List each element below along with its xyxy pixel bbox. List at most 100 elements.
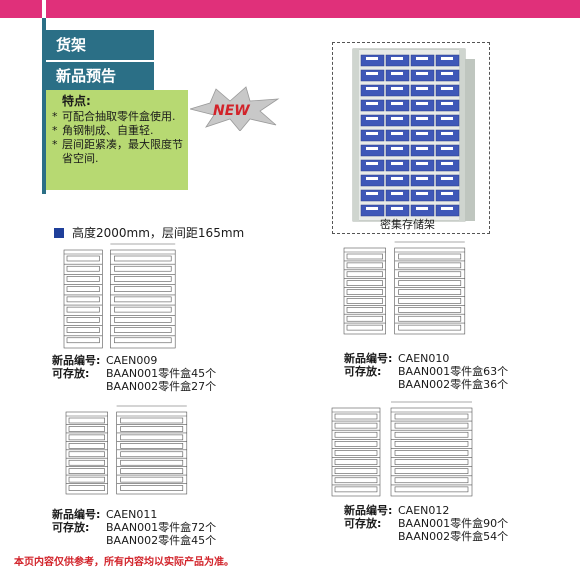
bin-box xyxy=(410,69,435,82)
front-bin xyxy=(398,280,462,286)
front-bin xyxy=(398,262,462,269)
bin-box xyxy=(385,99,410,112)
bin-label xyxy=(416,162,428,165)
bin-box xyxy=(385,84,410,97)
features-box: 特点: *可配合抽取零件盒使用. *角钢制成、自重轻. *层间距紧凑，最大限度节… xyxy=(46,90,188,190)
front-bin xyxy=(398,324,462,331)
front-bin xyxy=(114,306,172,313)
side-bin xyxy=(68,434,105,441)
bin-label xyxy=(391,192,403,195)
bin-label xyxy=(366,102,378,105)
side-bin xyxy=(346,271,383,278)
front-bin xyxy=(398,298,462,304)
side-bin xyxy=(346,289,383,295)
bin-label xyxy=(391,117,403,120)
bin-label xyxy=(441,132,453,135)
front-bin xyxy=(120,485,184,491)
product-code: CAEN010 xyxy=(398,352,450,365)
bin-box xyxy=(410,204,435,217)
spec-line: 高度2000mm，层间距165mm xyxy=(54,224,244,241)
front-bin xyxy=(114,286,172,292)
bin-box xyxy=(360,129,385,142)
bin-box xyxy=(385,159,410,172)
bin-box xyxy=(385,204,410,217)
bin-label xyxy=(441,162,453,165)
bin-box xyxy=(410,189,435,202)
side-bin xyxy=(334,413,378,420)
feature-item: *可配合抽取零件盒使用. xyxy=(52,110,176,123)
bin-box xyxy=(360,159,385,172)
bin-box xyxy=(435,204,460,217)
side-bin xyxy=(68,426,105,432)
front-bin xyxy=(398,271,462,278)
front-bin xyxy=(114,265,172,272)
product-caen010: 新品编号:CAEN010 可存放:BAAN001零件盒63个 BAAN002零件… xyxy=(344,352,509,391)
product-caen012: 新品编号:CAEN012 可存放:BAAN001零件盒90个 BAAN002零件… xyxy=(344,504,509,543)
bin-label xyxy=(366,117,378,120)
bin-label xyxy=(366,132,378,135)
bin-box xyxy=(385,114,410,127)
product-caen011: 新品编号:CAEN011 可存放:BAAN001零件盒72个 BAAN002零件… xyxy=(52,508,217,547)
side-bin xyxy=(66,317,100,323)
bin-box xyxy=(410,114,435,127)
bin-box xyxy=(360,189,385,202)
bin-box xyxy=(410,159,435,172)
feature-item: *层间距紧凑，最大限度节省空间. xyxy=(52,138,183,165)
side-bin xyxy=(68,443,105,449)
side-bin xyxy=(346,307,383,313)
front-bin xyxy=(394,486,469,493)
bin-label xyxy=(416,102,428,105)
front-bin xyxy=(114,296,172,303)
bin-box xyxy=(360,54,385,67)
bin-box xyxy=(410,129,435,142)
bin-label xyxy=(366,87,378,90)
side-bin xyxy=(334,441,378,447)
front-bin xyxy=(394,431,469,438)
bin-box xyxy=(435,159,460,172)
bin-label xyxy=(416,57,428,60)
bin-box xyxy=(435,144,460,157)
bin-label xyxy=(441,207,453,210)
side-bin xyxy=(68,476,105,483)
side-bin xyxy=(334,486,378,493)
drawing-caen012 xyxy=(331,401,473,497)
bin-label xyxy=(366,207,378,210)
bin-label xyxy=(416,147,428,150)
bin-box xyxy=(435,189,460,202)
side-bin xyxy=(334,468,378,474)
side-bin xyxy=(66,296,100,303)
front-bin xyxy=(120,468,184,474)
side-frame xyxy=(343,247,386,335)
front-frame xyxy=(116,411,188,495)
front-frame xyxy=(110,249,176,349)
side-bin xyxy=(334,431,378,438)
front-bin xyxy=(398,253,462,260)
side-bin xyxy=(68,468,105,474)
bin-box xyxy=(410,174,435,187)
top-bar-gap xyxy=(42,0,46,18)
top-accent-bar xyxy=(0,0,580,18)
front-bin xyxy=(394,468,469,474)
product-caen009: 新品编号:CAEN009 可存放:BAAN001零件盒45个 BAAN002零件… xyxy=(52,354,217,393)
bin-box xyxy=(360,144,385,157)
side-bin xyxy=(346,253,383,260)
bin-label xyxy=(366,57,378,60)
bin-label xyxy=(391,57,403,60)
bin-label xyxy=(441,72,453,75)
bin-label xyxy=(441,102,453,105)
front-bin xyxy=(114,276,172,282)
spec-text: 高度2000mm，层间距165mm xyxy=(72,226,245,240)
front-bin xyxy=(114,255,172,262)
side-bin xyxy=(346,324,383,331)
bin-box xyxy=(360,174,385,187)
bin-label xyxy=(391,147,403,150)
new-badge: NEW xyxy=(190,86,280,131)
bullet-square-icon xyxy=(54,227,64,238)
side-bin xyxy=(66,255,100,262)
bin-label xyxy=(416,132,428,135)
front-bin xyxy=(120,417,184,424)
side-bin xyxy=(66,276,100,282)
bin-box xyxy=(385,54,410,67)
front-bin xyxy=(120,476,184,483)
bin-box xyxy=(360,84,385,97)
